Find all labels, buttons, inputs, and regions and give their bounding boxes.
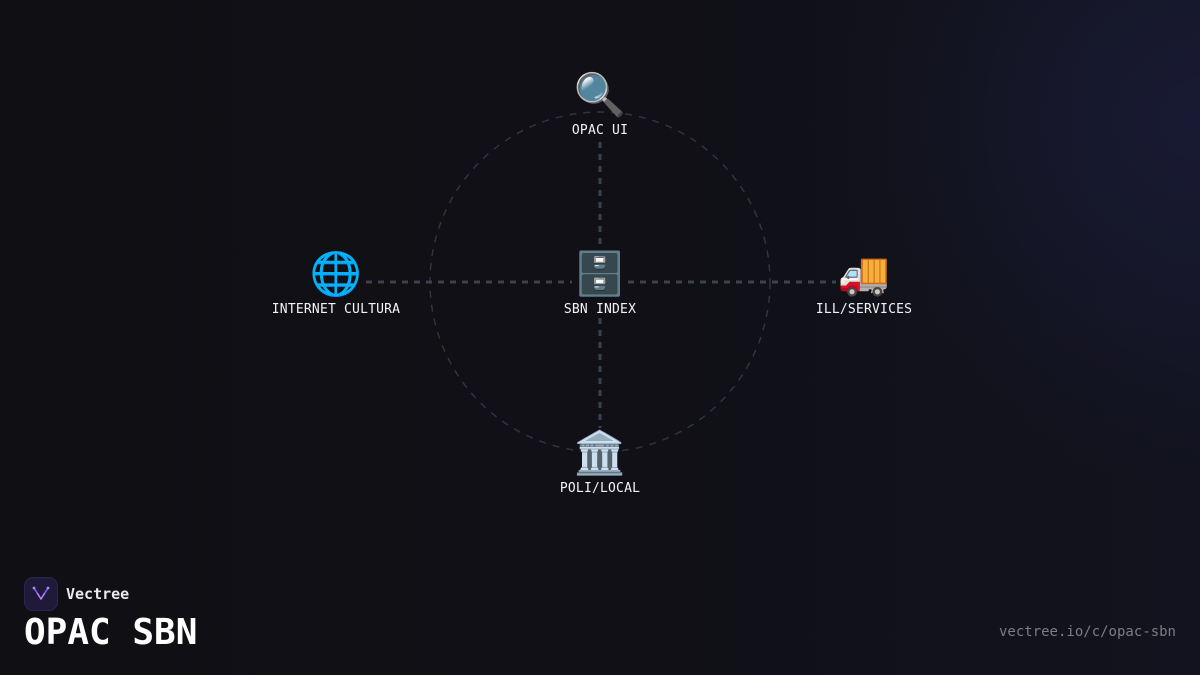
brand: Vectree (24, 577, 129, 611)
magnifier-icon: 🔍 (573, 70, 627, 119)
node-ill-services: 🚚 ILL/SERVICES (764, 249, 964, 318)
globe-icon: 🌐 (309, 249, 363, 298)
file-cabinet-icon: 🗄️ (573, 249, 627, 298)
node-internet-cultura: 🌐 INTERNET CULTURA (236, 249, 436, 318)
vectree-logo-icon (24, 577, 58, 611)
page-title: OPAC SBN (24, 612, 198, 653)
brand-name: Vectree (66, 585, 130, 603)
node-label-opac-ui: OPAC UI (571, 123, 629, 138)
node-label-ill-services: ILL/SERVICES (815, 302, 913, 317)
classical-building-icon: 🏛️ (573, 428, 627, 477)
node-poli-local: 🏛️ POLI/LOCAL (500, 428, 700, 497)
node-label-internet-cultura: INTERNET CULTURA (271, 302, 401, 317)
node-sbn-index: 🗄️ SBN INDEX (500, 249, 700, 318)
node-label-poli-local: POLI/LOCAL (559, 481, 641, 496)
delivery-truck-icon: 🚚 (837, 249, 891, 298)
node-opac-ui: 🔍 OPAC UI (500, 70, 700, 139)
node-label-sbn-index: SBN INDEX (563, 302, 637, 317)
page-url[interactable]: vectree.io/c/opac-sbn (998, 624, 1176, 640)
